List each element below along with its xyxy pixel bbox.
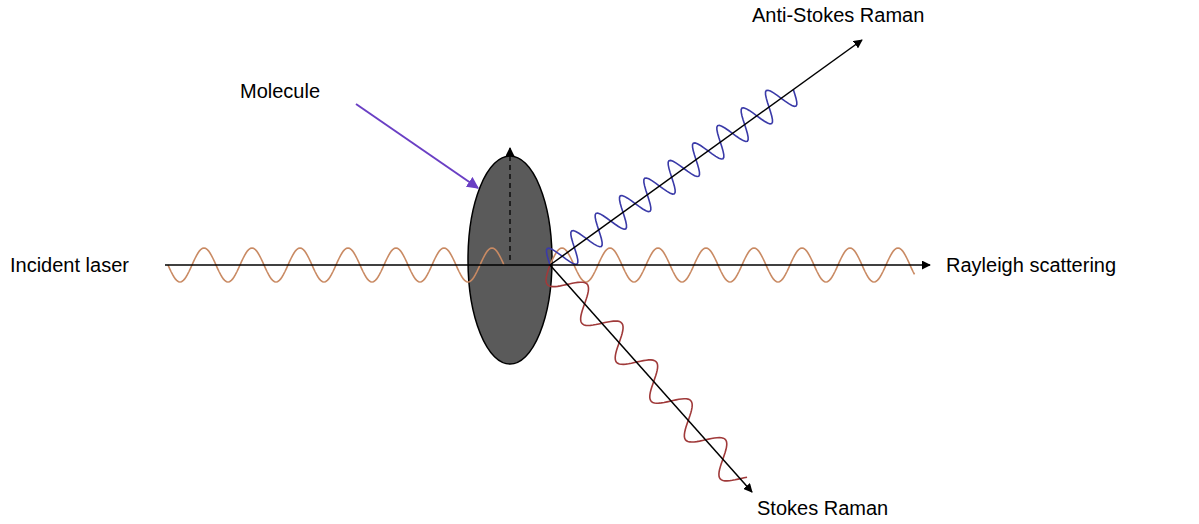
dipole-arrow: [509, 148, 510, 260]
rayleigh-label: Rayleigh scattering: [946, 254, 1116, 277]
stokes-label: Stokes Raman: [757, 497, 888, 520]
stokes-axis: [550, 265, 752, 492]
beam-axis: [165, 264, 930, 266]
incident-label: Incident laser: [10, 254, 129, 277]
leader-line: [356, 104, 478, 188]
anti-stokes-axis: [550, 40, 862, 265]
molecule-label: Molecule: [240, 80, 320, 103]
anti-stokes-label: Anti-Stokes Raman: [752, 4, 924, 27]
